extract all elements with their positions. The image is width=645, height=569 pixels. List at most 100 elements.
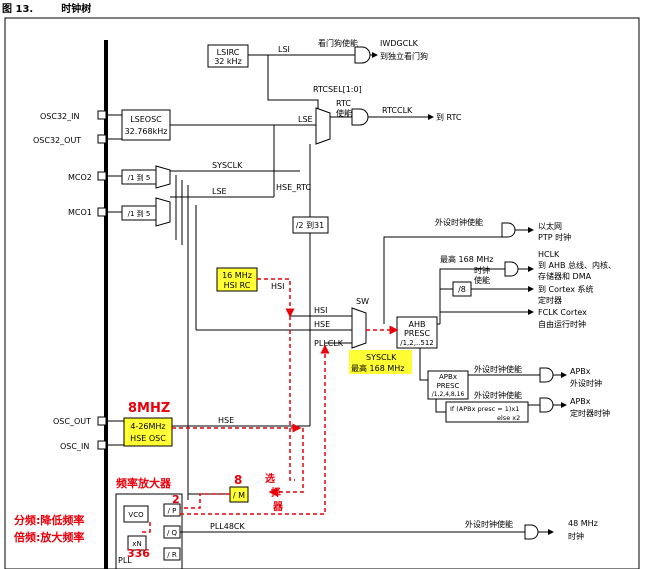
sysclk-box [349, 350, 412, 374]
eth-enable-label: 外设时钟使能 [435, 217, 483, 227]
mco1-pad [97, 207, 107, 217]
lsirc-freq: 32 kHz [214, 57, 242, 66]
ahb-label-2: PRESC [404, 329, 431, 338]
hse-mux-label: HSE [314, 320, 330, 329]
annotation-selector-2: 择 [271, 486, 282, 499]
hclk-bus [439, 268, 505, 324]
apb-feed [419, 348, 428, 381]
ahb-presc-box [396, 316, 438, 349]
apbx-label-1: APBx [439, 373, 457, 381]
figure-caption: 时钟树 [61, 4, 92, 15]
hse-osc-freq: 4-26MHz [130, 422, 165, 431]
sysclk-max-label: 最高 168 MHz [351, 363, 404, 373]
sw-label: SW [356, 297, 369, 306]
rtc-mux [315, 107, 331, 145]
div-q-label: / Q [167, 529, 178, 537]
mco1-pin: MCO1 [68, 208, 92, 217]
osc32-out-pad [97, 134, 107, 144]
lsi-to-rtc-wire [267, 55, 319, 110]
osc32-out-pin: OSC32_OUT [33, 136, 81, 145]
annotation-p-value: 2 [172, 493, 180, 506]
div8-label: /8 [458, 285, 466, 294]
eth-label-2: PTP 时钟 [538, 232, 571, 242]
hsi-freq: 16 MHz [222, 271, 252, 280]
iwdgclk-label: IWDGCLK [380, 39, 419, 48]
hclk-gate [504, 261, 519, 277]
osc32-in-pad [97, 110, 107, 120]
hse-osc-label: HSE OSC [130, 434, 166, 443]
red-clock-path [140, 278, 399, 533]
div-r-box [163, 547, 181, 561]
mco2-mux [155, 165, 171, 189]
max168-label: 最高 168 MHz [440, 254, 493, 264]
system-mux [351, 307, 367, 349]
pll-label: PLL [118, 556, 132, 565]
eth-label-1: 以太网 [538, 221, 562, 231]
annotation-selector-1: 选 [265, 472, 275, 485]
lsirc-box [207, 44, 249, 68]
annotation-multiplier: 频率放大器 [116, 476, 172, 490]
annotation-note-2: 倍频:放大频率 [14, 530, 84, 544]
usb-enable-label: 外设时钟使能 [465, 519, 513, 529]
rtc-enable-1: RTC [336, 99, 351, 108]
apbx-label-3: /1,2,4,8,16 [432, 391, 465, 398]
mco2-pad [97, 171, 107, 181]
figure-number: 图 13. [2, 4, 34, 15]
annotation-m-value: 8 [234, 473, 242, 487]
osc-in-pad [97, 440, 107, 450]
iwdg-enable-label: 看门狗使能 [318, 38, 358, 48]
hse-osc-box [123, 417, 173, 447]
lsirc-label: LSIRC [217, 48, 240, 57]
apbx-mult-feed [435, 399, 446, 413]
lse-top-label: LSE [298, 115, 313, 124]
apbx-label-2: PRESC [437, 382, 460, 390]
cortex-label-1: 到 Cortex 系统 [538, 284, 594, 294]
rtcclk-label: RTCCLK [382, 106, 413, 115]
apbx-mult-1: If (APBx presc = 1)x1 [450, 405, 519, 413]
eth-gate [501, 222, 516, 238]
hclk-label-2: 到 AHB 总线、内核、 [538, 260, 616, 270]
mco2-pin: MCO2 [68, 173, 92, 182]
iwdg-dest-label: 到独立看门狗 [380, 51, 428, 61]
lse-mid-label: LSE [212, 187, 227, 196]
div-r-label: / R [167, 551, 177, 559]
div2to31-label: /2 到31 [296, 221, 325, 230]
mco2-div-label: /1 到 5 [128, 174, 151, 182]
apbx-b-label-2: 定时器时钟 [570, 408, 610, 418]
hclk-label-1: HCLK [538, 250, 560, 259]
fclk-label-2: 自由运行时钟 [538, 319, 586, 329]
xn-box [127, 535, 147, 551]
apbx-a-label-1: APBx [570, 367, 591, 376]
hsi-mux-label: HSI [314, 306, 327, 315]
sysclk-in-label: SYSCLK [212, 161, 243, 170]
figure-title: 图 13. 时钟树 [2, 0, 91, 15]
apbx-mult-2: else x2 [497, 414, 520, 422]
apbx-b-enable: 外设时钟使能 [474, 390, 522, 400]
div-m-label: / M [233, 491, 245, 500]
xn-label: xN [132, 540, 141, 548]
rtc-enable-2: 使能 [336, 108, 352, 118]
osc-in-pin: OSC_IN [60, 442, 89, 451]
lseosc-freq: 32.768kHz [125, 127, 168, 136]
hse-rtc-label: HSE_RTC [276, 183, 312, 192]
hse-line-label: HSE [218, 416, 234, 425]
hsi-label: HSI RC [224, 281, 251, 290]
mco1-mux [155, 197, 171, 227]
lsi-label: LSI [278, 45, 290, 54]
ahb-label-1: AHB [409, 320, 426, 329]
rtcsel-label: RTCSEL[1:0] [313, 85, 362, 94]
clk-enable-2: 使能 [474, 275, 490, 285]
div-p-box [163, 503, 181, 517]
annotation-selector-3: 器 [272, 501, 284, 513]
usb-label-1: 48 MHz [568, 519, 598, 528]
div-p-label: / P [168, 507, 177, 515]
eth-wire [383, 236, 502, 324]
iwdg-gate [354, 46, 371, 64]
osc32-in-pin: OSC32_IN [40, 112, 80, 121]
ahb-label-3: /1,2,..512 [400, 339, 434, 347]
lseosc-label: LSEOSC [130, 115, 162, 124]
vco-label: VCO [128, 511, 144, 519]
annotation-n-value: 336 [127, 547, 150, 560]
osc-out-pin: OSC_OUT [53, 417, 91, 426]
fclk-label-1: FCLK Cortex [538, 308, 587, 317]
